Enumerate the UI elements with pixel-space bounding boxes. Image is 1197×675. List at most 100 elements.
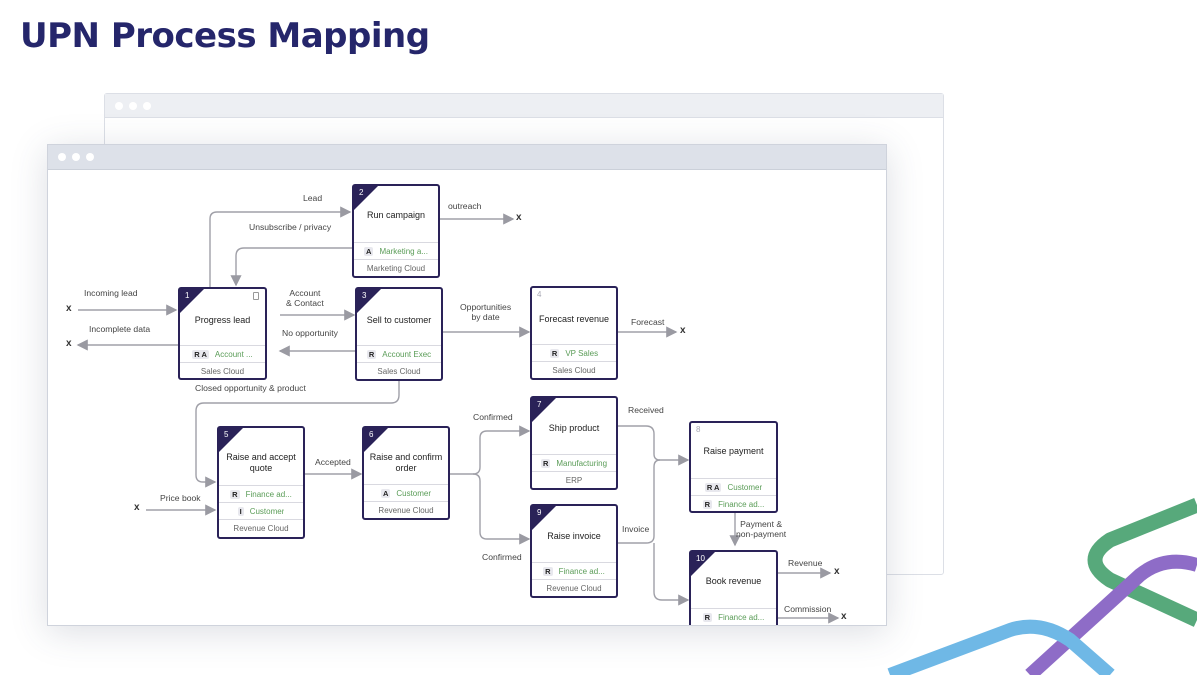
process-node-run-campaign[interactable]: 2 Run campaign A Marketing a... Marketin… — [352, 184, 440, 278]
role-label: Account Exec — [382, 349, 432, 359]
system-label: ERP — [565, 475, 583, 485]
edge-label-accepted: Accepted — [315, 457, 351, 467]
node-title-line: Raise and confirm — [369, 452, 443, 462]
attachment-icon — [253, 292, 259, 300]
node-number: 4 — [537, 290, 542, 299]
role-code: R A — [704, 482, 722, 492]
node-corner — [180, 289, 204, 313]
node-corner — [691, 552, 715, 576]
edge-label-confirmed-top: Confirmed — [473, 412, 513, 422]
process-node-ship-product[interactable]: 7 Ship product R Manufacturing ERP — [530, 396, 618, 490]
edge-label-lead: Lead — [303, 193, 323, 203]
role-label: Customer — [249, 506, 285, 516]
node-title: Raise and accept quote — [223, 452, 299, 474]
role-code: R — [230, 489, 240, 499]
edge-label-line: non-payment — [736, 529, 787, 539]
system-label: Marketing Cloud — [366, 263, 426, 273]
node-role-row: A Customer — [364, 484, 448, 501]
terminal-x-icon: x — [516, 212, 522, 223]
connector-lines — [76, 206, 840, 624]
role-code: R A — [192, 349, 209, 359]
node-title: Book revenue — [705, 576, 762, 586]
node-role-row: R Finance ad... — [219, 485, 303, 502]
role-code: A — [380, 488, 391, 498]
node-role-row: R A Account ... — [180, 345, 265, 362]
edge-label-forecast: Forecast — [631, 317, 665, 327]
system-label: Revenue Cloud — [233, 523, 289, 533]
system-label: Revenue Cloud — [546, 583, 602, 593]
node-number: 2 — [359, 188, 364, 197]
window-dot-icon — [72, 153, 80, 161]
role-code: R — [540, 458, 551, 468]
node-title: Raise payment — [703, 446, 764, 456]
role-label: Customer — [396, 488, 432, 498]
node-number: 6 — [369, 430, 374, 439]
node-system-row: Sales Cloud — [532, 361, 616, 378]
node-number: 3 — [362, 291, 367, 300]
process-node-book-revenue[interactable]: 10 Book revenue R Finance ad... — [689, 550, 778, 625]
node-title: Raise invoice — [547, 531, 601, 541]
window-titlebar — [48, 145, 886, 170]
node-role-row: R Finance ad... — [691, 608, 776, 625]
node-system-row: Sales Cloud — [180, 362, 265, 379]
edge-label-invoice: Invoice — [622, 524, 650, 534]
terminal-x-icon: x — [66, 303, 72, 314]
edge-label-unsubscribe: Unsubscribe / privacy — [249, 222, 332, 232]
node-role-row: R Finance ad... — [691, 495, 776, 512]
edge-label-confirmed-bottom: Confirmed — [482, 552, 522, 562]
node-role-row: R Manufacturing — [532, 454, 616, 471]
edge-label-commission: Commission — [784, 604, 832, 614]
window-dot-icon — [143, 102, 151, 110]
node-role-row: R A Customer — [691, 478, 776, 495]
role-code: R — [702, 499, 713, 509]
node-number: 8 — [696, 425, 701, 434]
terminal-x-icon: x — [134, 502, 140, 513]
node-corner — [364, 428, 388, 452]
role-code: A — [364, 246, 374, 256]
node-title: Run campaign — [366, 210, 426, 220]
edge-label-closed-opportunity: Closed opportunity & product — [195, 383, 306, 393]
process-node-forecast-revenue[interactable]: 4 Forecast revenue R VP Sales Sales Clou… — [530, 286, 618, 380]
role-label: Finance ad... — [718, 499, 765, 509]
process-node-raise-payment[interactable]: 8 Raise payment R A Customer R Finance a… — [689, 421, 778, 513]
node-title-line: Raise and accept — [226, 452, 296, 462]
page-title: UPN Process Mapping — [20, 16, 430, 56]
node-system-row: Revenue Cloud — [219, 519, 303, 536]
node-corner — [532, 506, 556, 530]
edge-label-opportunities: Opportunities by date — [460, 302, 511, 322]
edge-label-line: & Contact — [286, 298, 324, 308]
process-node-raise-confirm-order[interactable]: 6 Raise and confirm order A Customer Rev… — [362, 426, 450, 520]
node-title: Ship product — [548, 423, 600, 433]
edge-label-line: Account — [289, 288, 321, 298]
process-node-raise-accept-quote[interactable]: 5 Raise and accept quote R Finance ad...… — [217, 426, 305, 539]
node-number: 10 — [696, 554, 705, 563]
node-title: Raise and confirm order — [368, 452, 444, 474]
node-title: Forecast revenue — [538, 314, 610, 324]
edge-label-incoming-lead: Incoming lead — [84, 288, 138, 298]
edge-label-price-book: Price book — [160, 493, 201, 503]
edge-label-payment: Payment & non-payment — [736, 519, 786, 539]
role-code: R — [543, 566, 553, 576]
node-system-row: Marketing Cloud — [354, 259, 438, 276]
role-label: Manufacturing — [556, 458, 608, 468]
node-number: 7 — [537, 400, 542, 409]
node-system-row: Sales Cloud — [357, 362, 441, 379]
terminal-x-icon: x — [834, 566, 840, 577]
edge-label-no-opportunity: No opportunity — [282, 328, 338, 338]
node-system-row: Revenue Cloud — [364, 501, 448, 518]
process-node-raise-invoice[interactable]: 9 Raise invoice R Finance ad... Revenue … — [530, 504, 618, 598]
edge-label-revenue: Revenue — [788, 558, 823, 568]
window-dot-icon — [58, 153, 66, 161]
process-node-sell-to-customer[interactable]: 3 Sell to customer R Account Exec Sales … — [355, 287, 443, 381]
edge-label-line: Opportunities — [460, 302, 512, 312]
edge-label-line: by date — [471, 312, 500, 322]
node-title-line: order — [395, 463, 417, 473]
edge-label-line: Payment & — [740, 519, 783, 529]
process-node-progress-lead[interactable]: 1 Progress lead R A Account ... Sales Cl… — [178, 287, 267, 380]
node-number: 9 — [537, 508, 542, 517]
role-code: I — [237, 506, 244, 516]
role-label: Account ... — [214, 349, 253, 359]
role-label: Finance ad... — [245, 489, 292, 499]
system-label: Sales Cloud — [377, 366, 421, 376]
